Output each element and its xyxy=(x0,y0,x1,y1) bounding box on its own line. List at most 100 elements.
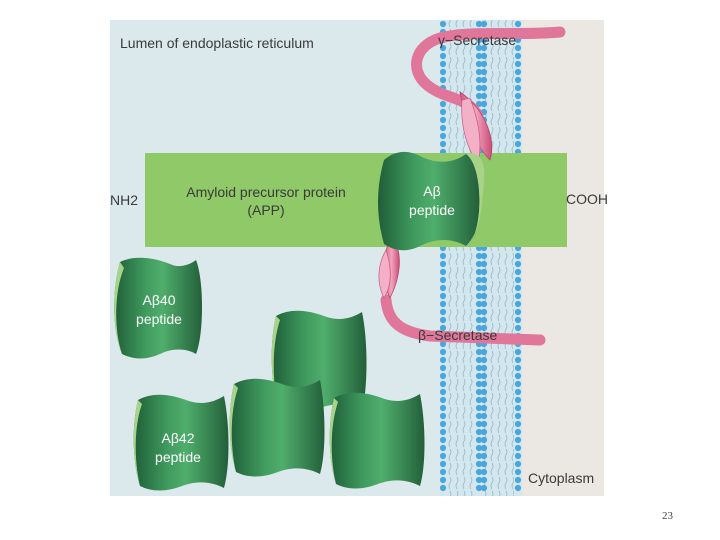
phospholipid-head xyxy=(514,252,522,260)
phospholipid-head xyxy=(480,324,488,332)
phospholipid-head xyxy=(514,412,522,420)
phospholipid-head xyxy=(480,420,488,428)
phospholipid-head xyxy=(475,92,483,100)
phospholipid-head xyxy=(475,276,483,284)
phospholipid-head xyxy=(480,20,488,28)
phospholipid-head xyxy=(480,92,488,100)
phospholipid-head xyxy=(475,388,483,396)
phospholipid-head xyxy=(514,268,522,276)
phospholipid-head xyxy=(475,372,483,380)
phospholipid-head xyxy=(475,52,483,60)
phospholipid-head xyxy=(475,284,483,292)
phospholipid-head xyxy=(514,60,522,68)
phospholipid-head xyxy=(475,260,483,268)
lipid-bilayer xyxy=(439,20,522,496)
phospholipid-head xyxy=(439,260,447,268)
phospholipid-head xyxy=(514,116,522,124)
phospholipid-head xyxy=(514,292,522,300)
phospholipid-head xyxy=(475,252,483,260)
phospholipid-head xyxy=(475,20,483,28)
phospholipid-head xyxy=(475,468,483,476)
phospholipid-head xyxy=(514,84,522,92)
phospholipid-head xyxy=(480,388,488,396)
phospholipid-head xyxy=(480,68,488,76)
page-number: 23 xyxy=(662,510,673,522)
cytoplasm-region xyxy=(522,20,604,496)
phospholipid-head xyxy=(439,292,447,300)
phospholipid-head xyxy=(514,324,522,332)
phospholipid-head xyxy=(514,76,522,84)
abeta40-cylinder xyxy=(114,257,202,359)
phospholipid-head xyxy=(480,252,488,260)
phospholipid-head xyxy=(480,356,488,364)
phospholipid-head xyxy=(480,436,488,444)
phospholipid-head xyxy=(439,444,447,452)
phospholipid-head xyxy=(514,460,522,468)
phospholipid-head xyxy=(480,404,488,412)
phospholipid-head xyxy=(514,380,522,388)
phospholipid-head xyxy=(514,92,522,100)
phospholipid-head xyxy=(439,348,447,356)
phospholipid-head xyxy=(475,324,483,332)
phospholipid-head xyxy=(475,292,483,300)
phospholipid-head xyxy=(514,140,522,148)
phospholipid-head xyxy=(480,348,488,356)
phospholipid-head xyxy=(475,348,483,356)
phospholipid-head xyxy=(480,428,488,436)
phospholipid-head xyxy=(475,484,483,492)
abeta40-label-line1: Aβ40 xyxy=(143,292,176,308)
phospholipid-head xyxy=(439,324,447,332)
gamma-secretase-label: γ−Secretase xyxy=(438,32,516,48)
phospholipid-head xyxy=(480,284,488,292)
phospholipid-head xyxy=(475,428,483,436)
phospholipid-head xyxy=(475,420,483,428)
phospholipid-head xyxy=(439,252,447,260)
phospholipid-head xyxy=(480,300,488,308)
phospholipid-head xyxy=(475,268,483,276)
phospholipid-head xyxy=(439,68,447,76)
phospholipid-head xyxy=(439,308,447,316)
phospholipid-head xyxy=(439,436,447,444)
abeta42-cylinder xyxy=(133,394,229,491)
phospholipid-head xyxy=(439,484,447,492)
phospholipid-head xyxy=(439,124,447,132)
phospholipid-head xyxy=(439,76,447,84)
phospholipid-head xyxy=(480,364,488,372)
phospholipid-head xyxy=(439,380,447,388)
phospholipid-head xyxy=(514,260,522,268)
phospholipid-head xyxy=(480,412,488,420)
beta-secretase-label: β−Secretase xyxy=(418,327,497,343)
gamma-secretase xyxy=(411,26,566,165)
app-label-line1: Amyloid precursor protein xyxy=(186,184,346,200)
phospholipid-head xyxy=(439,116,447,124)
phospholipid-head xyxy=(475,44,483,52)
phospholipid-head xyxy=(480,468,488,476)
phospholipid-head xyxy=(475,68,483,76)
phospholipid-head xyxy=(514,284,522,292)
phospholipid-head xyxy=(439,20,447,28)
phospholipid-head xyxy=(514,420,522,428)
phospholipid-head xyxy=(480,260,488,268)
phospholipid-head xyxy=(439,428,447,436)
phospholipid-head xyxy=(514,372,522,380)
phospholipid-head xyxy=(480,76,488,84)
phospholipid-head xyxy=(514,100,522,108)
phospholipid-head xyxy=(514,20,522,28)
phospholipid-head xyxy=(480,292,488,300)
phospholipid-head xyxy=(514,452,522,460)
phospholipid-head xyxy=(480,84,488,92)
phospholipid-head xyxy=(475,436,483,444)
phospholipid-head xyxy=(480,484,488,492)
phospholipid-head xyxy=(514,276,522,284)
phospholipid-head xyxy=(514,468,522,476)
phospholipid-head xyxy=(514,132,522,140)
phospholipid-head xyxy=(480,460,488,468)
phospholipid-head xyxy=(514,444,522,452)
phospholipid-head xyxy=(475,396,483,404)
phospholipid-head xyxy=(480,372,488,380)
phospholipid-head xyxy=(439,404,447,412)
phospholipid-head xyxy=(514,404,522,412)
phospholipid-head xyxy=(514,396,522,404)
phospholipid-head xyxy=(514,68,522,76)
